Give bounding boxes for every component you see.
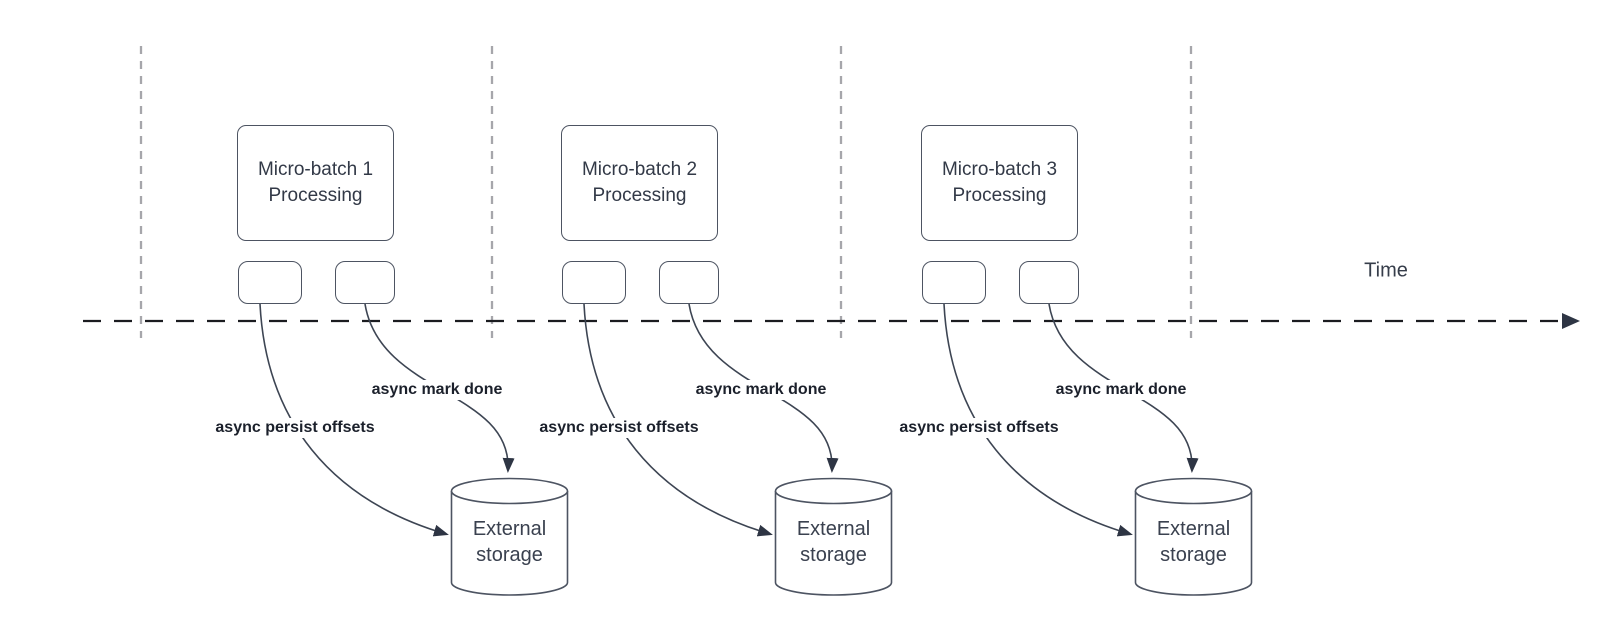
persist-offsets-arrow [943, 303, 1133, 537]
persist-offsets-arrow [583, 303, 773, 537]
batch-box-label-line1: Micro-batch 2 [581, 159, 698, 180]
time-axis-arrowhead-icon [1562, 313, 1580, 329]
external-storage-cylinder: External storage [450, 477, 569, 597]
async-mark-done-label: async mark done [368, 380, 506, 400]
storage-label-line2: storage [800, 544, 867, 566]
batch-box-label-line1: Micro-batch 1 [257, 159, 374, 180]
batch-box-label-line2: Processing [592, 185, 687, 206]
batch-box-label-line1: Micro-batch 3 [941, 159, 1058, 180]
batch-box-label-line2: Processing [952, 185, 1047, 206]
async-mark-done-label: async mark done [692, 380, 830, 400]
done-commit-box [1019, 261, 1079, 304]
done-commit-box [659, 261, 719, 304]
done-commit-box [335, 261, 395, 304]
micro-batch-box: Micro-batch 2 Processing [561, 125, 718, 241]
micro-batch-box: Micro-batch 3 Processing [921, 125, 1078, 241]
storage-label-line2: storage [1160, 544, 1227, 566]
async-mark-done-label: async mark done [1052, 380, 1190, 400]
storage-label-line1: External [796, 518, 871, 540]
offset-commit-box [562, 261, 626, 304]
offset-commit-box [238, 261, 302, 304]
storage-label-line1: External [472, 518, 547, 540]
micro-batch-box: Micro-batch 1 Processing [237, 125, 394, 241]
external-storage-cylinder: External storage [774, 477, 893, 597]
batch-box-label-line2: Processing [268, 185, 363, 206]
external-storage-cylinder: External storage [1134, 477, 1253, 597]
offset-commit-box [922, 261, 986, 304]
storage-cylinder-shape [450, 477, 569, 596]
time-axis-label: Time [1364, 259, 1408, 282]
storage-label-line2: storage [476, 544, 543, 566]
storage-cylinder-shape [1134, 477, 1253, 596]
async-persist-offsets-label: async persist offsets [896, 418, 1062, 438]
persist-offsets-arrow [259, 303, 449, 537]
storage-cylinder-shape [774, 477, 893, 596]
async-persist-offsets-label: async persist offsets [536, 418, 702, 438]
storage-label-line1: External [1156, 518, 1231, 540]
async-persist-offsets-label: async persist offsets [212, 418, 378, 438]
